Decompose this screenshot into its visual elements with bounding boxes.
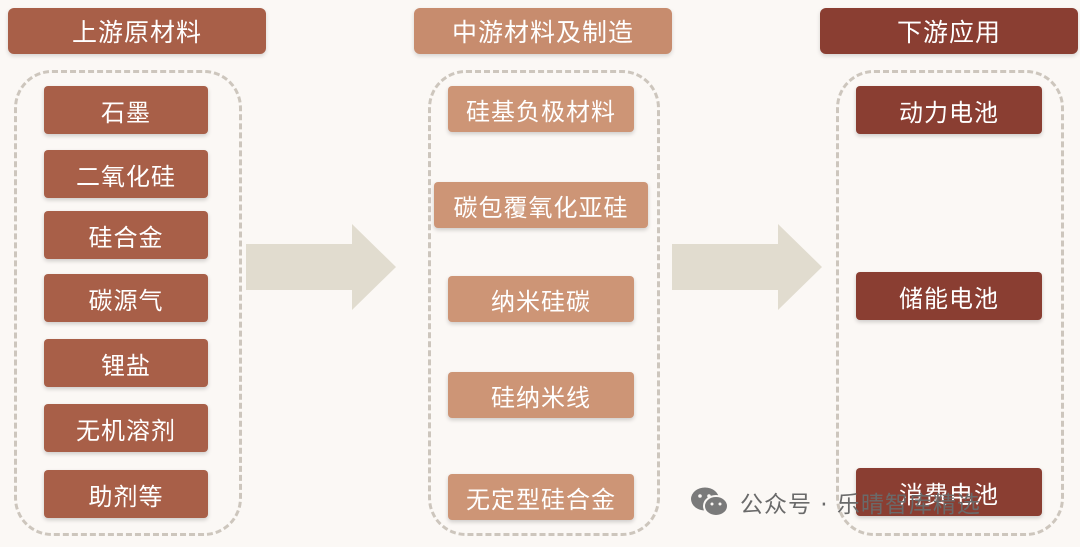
downstream-title: 下游应用 xyxy=(896,18,1001,47)
midstream-item: 硅纳米线 xyxy=(448,372,634,418)
upstream-group-box xyxy=(14,70,242,536)
upstream-item: 助剂等 xyxy=(44,470,208,518)
upstream-header: 上游原材料 xyxy=(8,8,266,54)
midstream-item: 碳包覆氧化亚硅 xyxy=(434,182,648,228)
downstream-header: 下游应用 xyxy=(820,8,1078,54)
upstream-item: 硅合金 xyxy=(44,211,208,259)
wechat-watermark: 公众号 · 乐晴智库精选 xyxy=(690,482,981,522)
wechat-icon xyxy=(691,487,729,517)
downstream-group-box xyxy=(836,70,1064,536)
upstream-item: 二氧化硅 xyxy=(44,150,208,198)
watermark-text: 公众号 · 乐晴智库精选 xyxy=(740,492,981,518)
flow-arrow-mid-to-down xyxy=(672,224,822,310)
upstream-item: 锂盐 xyxy=(44,339,208,387)
downstream-item: 消费电池 xyxy=(856,468,1042,516)
midstream-item: 纳米硅碳 xyxy=(448,276,634,322)
downstream-item: 储能电池 xyxy=(856,272,1042,320)
upstream-item: 无机溶剂 xyxy=(44,404,208,452)
midstream-group-box xyxy=(428,70,660,536)
upstream-item: 碳源气 xyxy=(44,274,208,322)
midstream-header: 中游材料及制造 xyxy=(414,8,672,54)
downstream-item: 动力电池 xyxy=(856,86,1042,134)
midstream-item: 硅基负极材料 xyxy=(448,86,634,132)
midstream-item: 无定型硅合金 xyxy=(448,474,634,520)
upstream-item: 石墨 xyxy=(44,86,208,134)
upstream-title: 上游原材料 xyxy=(71,18,202,47)
flow-arrow-up-to-mid xyxy=(246,224,396,310)
midstream-title: 中游材料及制造 xyxy=(451,18,634,47)
